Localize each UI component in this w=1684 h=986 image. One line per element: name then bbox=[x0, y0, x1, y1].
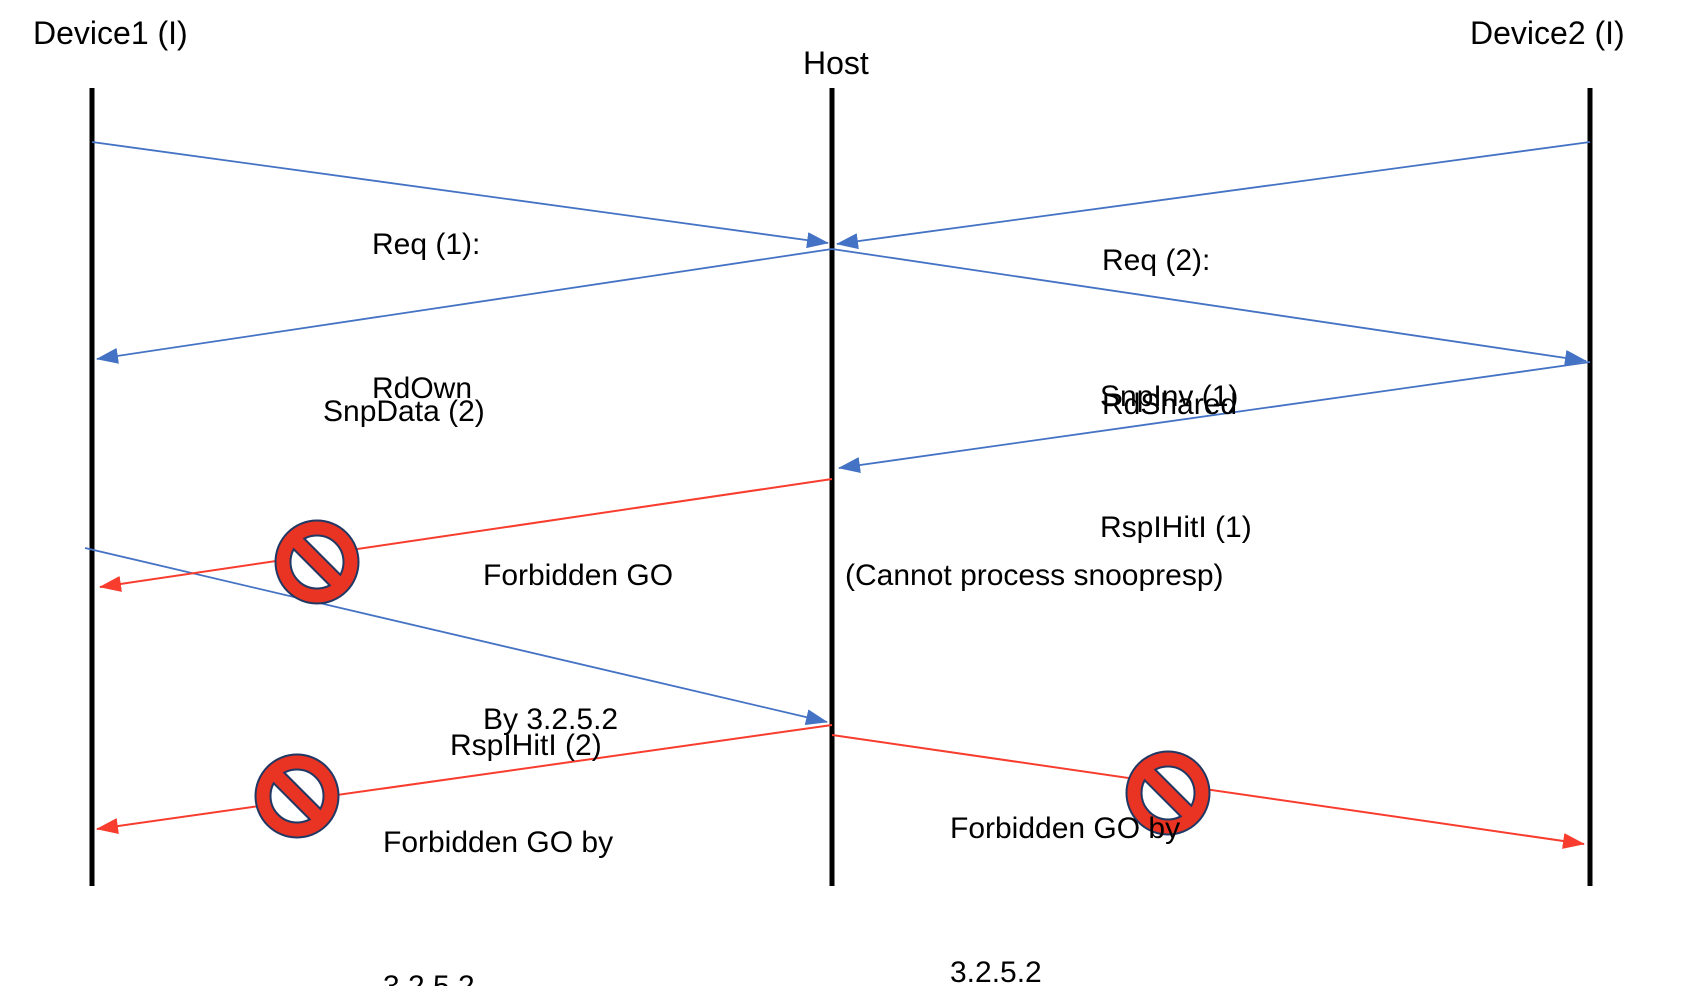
rspihiti2-label: RspIHitI (2) bbox=[450, 729, 602, 762]
rspihiti1-label: RspIHitI (1) bbox=[1100, 511, 1252, 544]
forbidden3-label-line2: 3.2.5.2 bbox=[950, 956, 1042, 986]
forbidden1-arrow bbox=[99, 478, 833, 592]
no-entry-icon-3 bbox=[1125, 750, 1211, 836]
host-note-label: (Cannot process snoopresp) bbox=[845, 559, 1224, 592]
rspihiti2-arrow bbox=[84, 547, 828, 725]
forbidden1-label: Forbidden GO By 3.2.5.2 bbox=[483, 456, 673, 840]
forbidden2-label-line2: 3.2.5.2 bbox=[383, 963, 613, 986]
no-entry-icon-1 bbox=[274, 519, 360, 605]
snpinv1-label: SnpInv (1) bbox=[1100, 380, 1239, 413]
forbidden2-arrow bbox=[96, 724, 833, 834]
forbidden2-label: Forbidden GO by 3.2.5.2 bbox=[383, 723, 613, 986]
forbidden3-label-line1: Forbidden GO by bbox=[950, 812, 1181, 845]
no-entry-icon-2 bbox=[254, 753, 340, 839]
forbidden1-label-line1: Forbidden GO bbox=[483, 559, 674, 592]
snpdata2-arrow bbox=[96, 248, 833, 364]
req2-label-line2: RdShared bbox=[1102, 388, 1238, 421]
rspihiti1-arrow bbox=[838, 361, 1591, 473]
forbidden1-label-line2: By 3.2.5.2 bbox=[483, 703, 619, 736]
host-title: Host bbox=[803, 45, 869, 81]
forbidden3-label: Forbidden GO by 3.2.5.2 bbox=[950, 709, 1180, 986]
device2-title: Device2 (I) bbox=[1470, 15, 1625, 51]
req1-label: Req (1): RdOwn bbox=[372, 125, 480, 509]
device1-title: Device1 (I) bbox=[33, 15, 188, 51]
forbidden2-label-line1: Forbidden GO by bbox=[383, 826, 614, 859]
req2-label: Req (2): RdShared bbox=[1102, 141, 1237, 525]
req1-label-line1: Req (1): bbox=[372, 228, 481, 261]
req2-label-line1: Req (2): bbox=[1102, 244, 1211, 277]
snpinv1-arrow bbox=[831, 248, 1587, 366]
req1-arrow bbox=[91, 141, 829, 249]
snpdata2-label: SnpData (2) bbox=[323, 395, 485, 428]
req1-label-line2: RdOwn bbox=[372, 372, 473, 405]
req2-arrow bbox=[836, 141, 1591, 250]
